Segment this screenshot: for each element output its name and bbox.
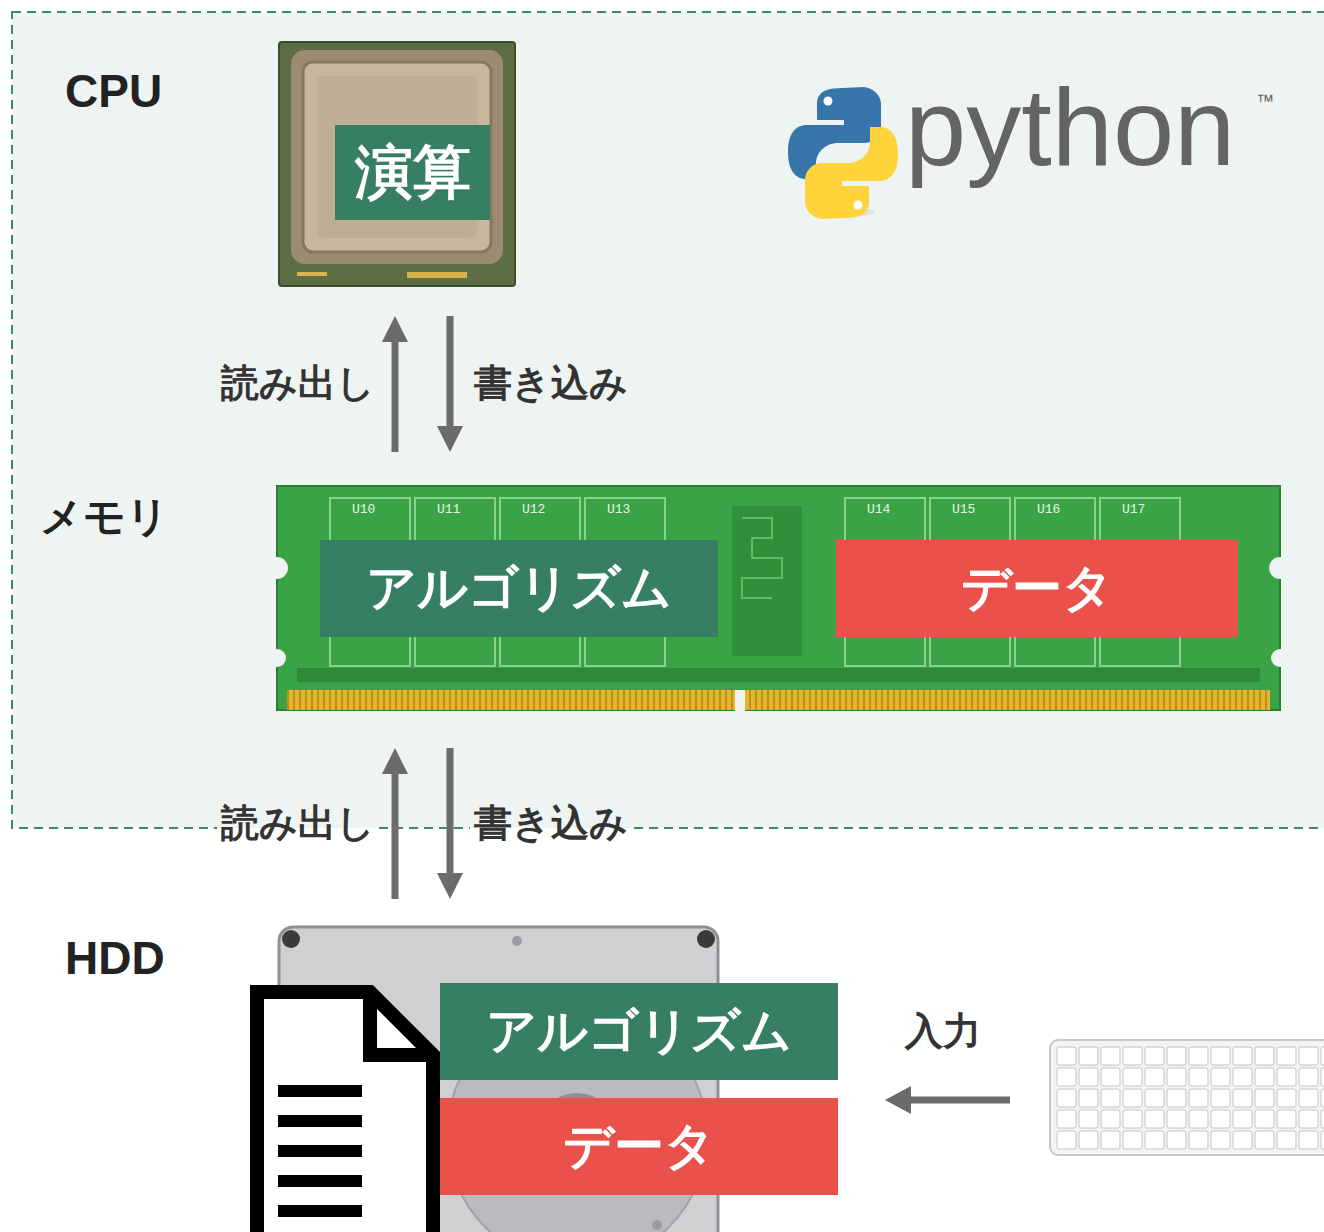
input-arrow	[885, 1086, 1010, 1114]
document-icon	[278, 1115, 362, 1127]
cpu-chip	[297, 272, 327, 276]
python-logo	[824, 97, 833, 106]
cpu-chip	[279, 42, 515, 286]
memory-module	[266, 486, 1291, 712]
cpu-chip	[303, 62, 491, 252]
cpu-part: CPU 演算	[40, 40, 520, 290]
chip-label: U14	[867, 503, 890, 516]
memory-module	[266, 557, 288, 579]
memory-module	[277, 486, 1280, 710]
edge-label: 書き込み	[470, 801, 632, 847]
input-label: 入力	[905, 1012, 981, 1050]
chip-label: U16	[1037, 503, 1060, 516]
memory-module	[742, 518, 782, 598]
box-label: データ	[961, 561, 1113, 616]
cpu-chip	[279, 42, 515, 286]
memory-module	[1269, 557, 1291, 579]
memory-module	[297, 668, 1260, 682]
box-label: データ	[563, 1119, 715, 1174]
hard-disk	[652, 1220, 662, 1230]
python-logo	[805, 127, 898, 219]
keyboard	[1050, 1040, 1324, 1155]
data-flow-arrow	[382, 748, 408, 899]
trademark-mark: ™	[1256, 92, 1274, 110]
algorithm-box: アルゴリズム	[440, 983, 838, 1080]
data-box: データ	[836, 540, 1238, 637]
document-icon	[278, 1175, 362, 1187]
part-label: HDD	[65, 933, 165, 984]
memory-module	[1271, 649, 1289, 667]
python-region	[12, 12, 1324, 828]
compute-box: 演算	[335, 125, 490, 220]
part-label: CPU	[65, 66, 162, 117]
python-logo	[788, 87, 898, 219]
document-icon	[278, 1205, 362, 1217]
memory-module	[732, 506, 802, 656]
data-box: データ	[440, 1098, 838, 1195]
memory-module	[735, 690, 745, 712]
arrow-head	[437, 873, 463, 899]
box-label: アルゴリズム	[366, 561, 672, 616]
hard-disk	[697, 930, 715, 948]
input-arrow	[905, 1097, 1010, 1104]
algorithm-box: アルゴリズム	[320, 540, 718, 637]
memory-part: メモリアルゴリズム データ	[30, 478, 1280, 722]
chip-label: U13	[607, 503, 630, 516]
arrow-shaft	[447, 316, 454, 431]
keyboard	[1056, 1046, 1324, 1151]
box-label: アルゴリズム	[486, 1004, 792, 1059]
python-logo	[805, 127, 898, 219]
cpu-chip	[407, 272, 467, 278]
memory-module	[287, 690, 1270, 710]
part-label: メモリ	[40, 494, 169, 540]
document-icon	[278, 1145, 362, 1157]
python-region	[12, 12, 1324, 828]
keyboard	[1050, 1040, 1324, 1155]
document-icon	[257, 992, 433, 1232]
data-flow-arrow	[437, 316, 463, 452]
document-icon	[370, 992, 433, 1055]
arrow-shaft	[392, 337, 399, 452]
arrow-head	[382, 748, 408, 774]
arrow-shaft	[447, 748, 454, 878]
chip-label: U11	[437, 503, 460, 516]
chip-label: U10	[352, 503, 375, 516]
chip-label: U12	[522, 503, 545, 516]
hard-disk	[512, 936, 522, 946]
document-icon	[278, 1085, 362, 1097]
arrow-head	[437, 426, 463, 452]
chip-label: U15	[952, 503, 975, 516]
arrow-shaft	[392, 769, 399, 899]
python-logo	[854, 201, 863, 210]
hard-disk	[282, 930, 300, 948]
arrow-head	[382, 316, 408, 342]
cpu-chip	[291, 50, 503, 264]
data-flow-arrow	[382, 316, 408, 452]
edge-label: 読み出し	[217, 361, 379, 407]
logo-wordmark: python	[905, 72, 1235, 182]
data-flow-arrow	[437, 748, 463, 899]
edge-label: 読み出し	[217, 801, 379, 847]
edge-label: 書き込み	[470, 361, 632, 407]
document-icon	[257, 992, 433, 1232]
hdd-part: HDD アルゴリズムデータ	[40, 925, 840, 1230]
box-label: 演算	[355, 141, 471, 205]
memory-module	[268, 649, 286, 667]
chip-label: U17	[1122, 503, 1145, 516]
input-arrow	[885, 1086, 911, 1114]
